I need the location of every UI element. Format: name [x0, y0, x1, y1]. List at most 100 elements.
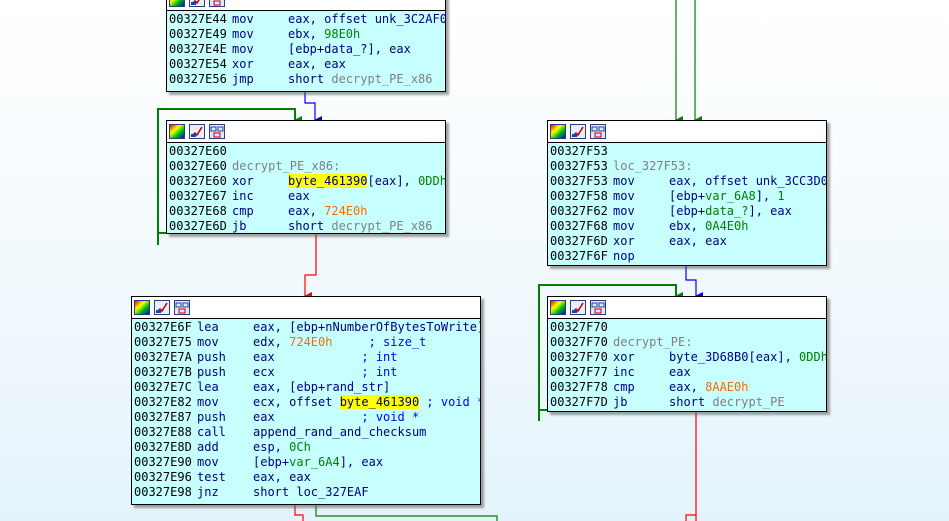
asm-operand[interactable]: ebx,	[669, 219, 706, 233]
asm-operand[interactable]: ebx,	[288, 27, 325, 41]
group-nodes-icon[interactable]	[174, 300, 190, 315]
asm-operand[interactable]: eax, eax	[253, 470, 311, 484]
asm-operand[interactable]: eax, offset unk_3CC3D0	[669, 174, 827, 188]
asm-operand[interactable]: 98E0h	[324, 27, 361, 41]
asm-operand[interactable]: eax,	[669, 380, 706, 394]
asm-operand[interactable]: decrypt_PE_x86	[331, 72, 433, 86]
asm-operand[interactable]: 0DDh	[799, 350, 827, 364]
asm-operand[interactable]: byte_3D68B0[eax],	[669, 350, 800, 364]
edge-n2-loop[interactable]	[157, 108, 302, 245]
asm-operand[interactable]: eax	[253, 350, 275, 364]
asm-operand[interactable]: [ebp+	[669, 204, 706, 218]
asm-operand[interactable]: 724E0h	[324, 204, 368, 218]
edge-n5-out-tail[interactable]	[685, 514, 696, 521]
edge-n3-true[interactable]	[315, 505, 498, 521]
group-nodes-icon[interactable]	[590, 124, 606, 139]
asm-operand[interactable]: var_6A8	[705, 189, 756, 203]
edge-n5-loop[interactable]	[538, 284, 683, 421]
asm-operand[interactable]: 0DDh	[418, 174, 446, 188]
asm-operand[interactable]: ], eax	[339, 455, 384, 469]
asm-line[interactable]: 00327F70	[550, 320, 826, 335]
asm-operand[interactable]: eax, [ebp+nNumberOfBytesToWrite]	[253, 320, 481, 334]
asm-line[interactable]: 00327F53	[550, 144, 826, 159]
asm-operand[interactable]: byte_461390	[339, 395, 420, 409]
asm-operand[interactable]: short	[288, 219, 332, 233]
asm-operand[interactable]: eax,	[288, 204, 325, 218]
asm-operand[interactable]: data_?	[705, 204, 749, 218]
asm-line[interactable]: 00327E60	[169, 144, 445, 159]
edge-n3-false[interactable]	[294, 505, 304, 521]
asm-operand[interactable]: eax, offset unk_3C2AF0	[288, 12, 446, 26]
rename-node-icon[interactable]	[189, 0, 205, 7]
asm-operand[interactable]: var_6A4	[289, 455, 340, 469]
rename-node-icon[interactable]	[189, 124, 205, 139]
asm-label[interactable]: decrypt_PE_x86:	[232, 159, 341, 173]
asm-operand[interactable]: decrypt_PE	[712, 395, 785, 409]
asm-operand[interactable]: edx,	[253, 335, 290, 349]
asm-operand[interactable]: eax	[288, 189, 310, 203]
asm-operand[interactable]: 8AAE0h	[705, 380, 749, 394]
asm-operand[interactable]: [ebp+	[669, 189, 706, 203]
asm-operand[interactable]: eax, eax	[288, 57, 346, 71]
graph-color-icon[interactable]	[550, 124, 566, 139]
asm-operand[interactable]: [ebp+	[253, 455, 290, 469]
asm-operand[interactable]: 724E0h	[289, 335, 333, 349]
asm-operand[interactable]: byte_461390	[288, 174, 368, 188]
asm-operand[interactable]: short	[669, 395, 713, 409]
asm-operand[interactable]: eax, [ebp+rand_str]	[253, 380, 391, 394]
asm-operand[interactable]: append_rand_and_checksum	[253, 425, 427, 439]
asm-operand[interactable]: [ebp+data_?], eax	[288, 42, 411, 56]
group-nodes-icon[interactable]	[590, 300, 606, 315]
asm-operand[interactable]: ], eax	[748, 204, 792, 218]
asm-operand[interactable]: eax, eax	[669, 234, 727, 248]
edge-n1-n2[interactable]	[304, 92, 322, 124]
asm-operand[interactable]: [eax],	[367, 174, 419, 188]
asm-operand[interactable]: 0Ch	[289, 440, 311, 454]
rename-node-icon[interactable]	[570, 300, 586, 315]
asm-operand[interactable]: esp,	[253, 440, 290, 454]
asm-operand[interactable]: eax	[669, 365, 691, 379]
asm-operand[interactable]: short	[288, 72, 332, 86]
asm-label[interactable]: loc_327F53:	[613, 159, 693, 173]
group-nodes-icon[interactable]	[209, 124, 225, 139]
asm-operand[interactable]: 1	[777, 189, 785, 203]
asm-label[interactable]: decrypt_PE:	[613, 335, 693, 349]
graph-color-icon[interactable]	[134, 300, 150, 315]
asm-operand[interactable]: decrypt_PE_x86	[331, 219, 433, 233]
graph-color-icon[interactable]	[550, 300, 566, 315]
asm-operand[interactable]: ecx	[253, 365, 275, 379]
